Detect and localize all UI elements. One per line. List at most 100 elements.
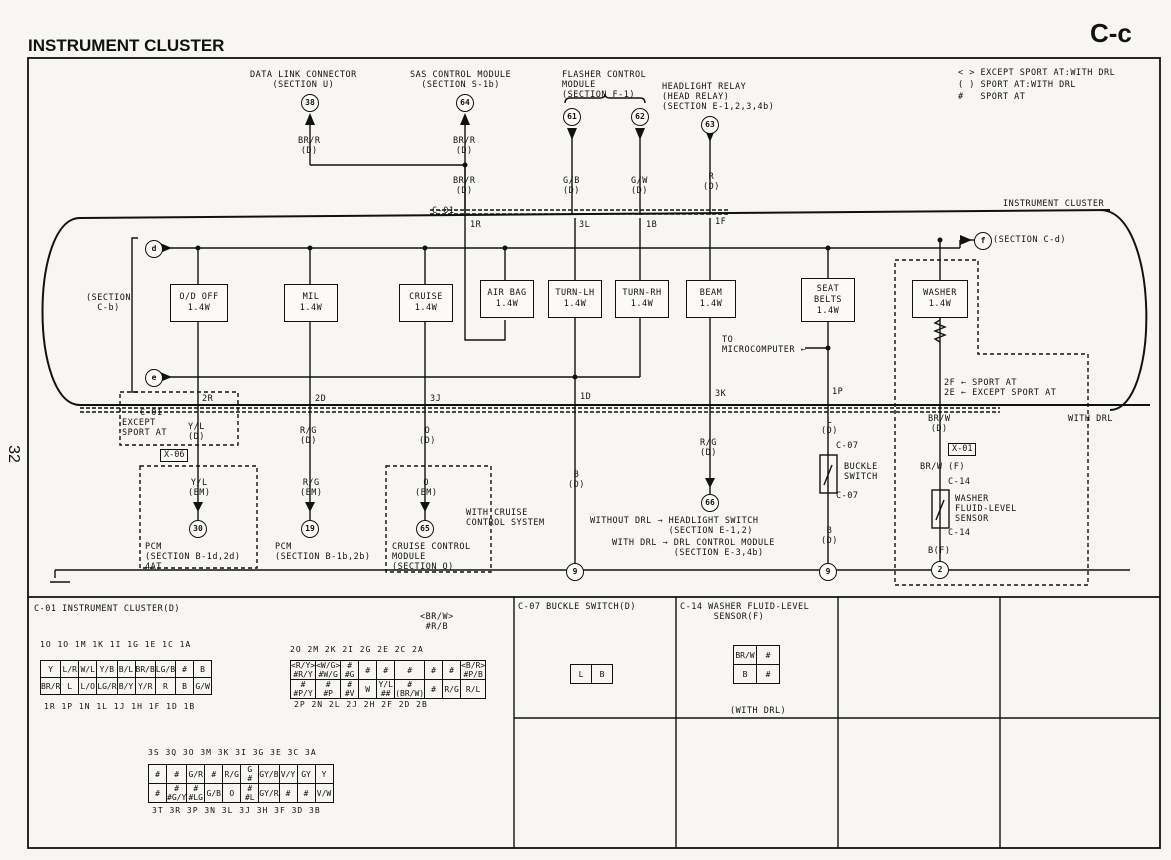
conn1-cell: L	[60, 677, 80, 695]
conn3-cell: V/Y	[278, 764, 298, 784]
terminal-d: d	[145, 240, 163, 258]
conn1-cell: B/L	[116, 660, 136, 678]
lamp-watt: 1.4W	[414, 303, 438, 313]
conn3-cell: V/W	[314, 783, 334, 803]
wire-rg-d2: R/G (D)	[700, 438, 717, 458]
lamp-name: O/D OFF	[179, 292, 219, 302]
c07-pin: L	[570, 664, 592, 684]
wire-o-d: O (D)	[419, 426, 436, 446]
pin-c01-top: C-01	[432, 206, 455, 216]
terminal-2: 2	[931, 561, 949, 579]
c14-pin: #	[756, 664, 780, 684]
conn2-cell: R/G	[442, 679, 462, 699]
conn2-cell: <R/Y> #R/Y	[289, 660, 317, 680]
c14-pin: BR/W	[733, 645, 757, 665]
conn3-cell: #	[165, 764, 188, 784]
pin-1p: 1P	[832, 387, 844, 397]
pin-2r: 2R	[202, 394, 214, 404]
c14-with-drl: (WITH DRL)	[730, 706, 787, 716]
conn2-cell: R/L	[460, 679, 487, 699]
terminal-f: f	[974, 232, 992, 250]
conn3-cell: # #G/Y	[165, 783, 188, 803]
headlight-relay-label: HEADLIGHT RELAY (HEAD RELAY) (SECTION E-…	[662, 82, 775, 112]
conn1-cell: B/Y	[116, 677, 136, 695]
pin-c14a: C-14	[948, 477, 971, 487]
c07-panel-title: C-07 BUCKLE SWITCH(D)	[518, 602, 636, 612]
conn2-cell: # #P/Y	[289, 679, 317, 699]
c14-pin: #	[756, 645, 780, 665]
conn3-cell: #	[278, 783, 298, 803]
section-cb: (SECTION C-b)	[86, 293, 131, 313]
conn1-cell: R	[154, 677, 177, 695]
terminal-9b: 9	[819, 563, 837, 581]
lamp-watt: 1.4W	[630, 299, 654, 309]
conn2-cell: # #G	[340, 660, 360, 680]
pin-1f: 1F	[715, 217, 727, 227]
connector-x01: X-01	[948, 443, 977, 456]
conn1-cell: G/W	[193, 677, 213, 695]
lamp-name: BEAM	[699, 288, 723, 298]
lamp-name: WASHER	[923, 288, 957, 298]
wire-brr-3: BR/R (D)	[453, 176, 476, 196]
pin-1b: 1B	[646, 220, 658, 230]
conn3-cell: O	[222, 783, 242, 803]
conn2-cell: # (BR/W)	[394, 679, 426, 699]
wire-brw-d: BR/W (D)	[928, 414, 951, 434]
conn3-cell: R/G	[222, 764, 242, 784]
conn3-cell: # #LG	[186, 783, 206, 803]
wire-gb: G/B (D)	[563, 176, 580, 196]
terminal-63: 63	[701, 116, 719, 134]
pin-2e: 2E ← EXCEPT SPORT AT	[944, 388, 1057, 398]
pcm-1-label: PCM (SECTION B-1d,2d) 4AT	[145, 542, 241, 572]
c14-connector: BR/W # B #	[733, 645, 780, 684]
conn3-cell: GY/B	[258, 764, 280, 784]
flasher-label: FLASHER CONTROL MODULE (SECTION F-1)	[562, 70, 647, 100]
pin-3l: 3L	[579, 220, 591, 230]
lamp-watt: 1.4W	[816, 305, 840, 316]
conn1-cell: B	[175, 677, 195, 695]
lamp-watt: 1.4W	[563, 299, 587, 309]
connector-2-grid: <R/Y> #R/Y <W/G> #W/G # #G # # # # # <B/…	[289, 660, 487, 699]
wire-l-d: L (D)	[821, 416, 838, 436]
terminal-64: 64	[456, 94, 474, 112]
washer-sensor-label: WASHER FLUID-LEVEL SENSOR	[955, 494, 1017, 524]
conn3-cell: GY	[296, 764, 316, 784]
c07-connector: L B	[570, 664, 613, 684]
c14-pin: B	[733, 664, 757, 684]
wire-gw: G/W (D)	[631, 176, 648, 196]
with-drl-module-label: WITH DRL → DRL CONTROL MODULE (SECTION E…	[612, 538, 775, 558]
terminal-61: 61	[563, 108, 581, 126]
dlc-label: DATA LINK CONNECTOR (SECTION U)	[250, 70, 357, 90]
conn3-cell: #	[204, 764, 224, 784]
wire-rg-d: R/G (D)	[300, 426, 317, 446]
pin-c14b: C-14	[948, 528, 971, 538]
conn1-cell: Y/B	[96, 660, 118, 678]
cluster-label: INSTRUMENT CLUSTER	[1003, 199, 1105, 209]
page-title: INSTRUMENT CLUSTER	[28, 36, 225, 55]
terminal-38: 38	[301, 94, 319, 112]
wire-yl-d: Y/L (D)	[188, 422, 205, 442]
terminal-65: 65	[416, 520, 434, 538]
terminal-30: 30	[189, 520, 207, 538]
sas-label: SAS CONTROL MODULE (SECTION S-1b)	[410, 70, 512, 90]
wire-brr-2: BR/R (D)	[453, 136, 476, 156]
conn3-bottom-pins: 3T 3R 3P 3N 3L 3J 3H 3F 3D 3B	[152, 806, 321, 815]
to-microcomputer: TO MICROCOMPUTER ←	[722, 335, 807, 355]
lamp-watt: 1.4W	[495, 299, 519, 309]
conn1-cell: L/O	[78, 677, 98, 695]
conn1-cell: Y	[39, 660, 62, 678]
conn1-cell: BR/B	[134, 660, 156, 678]
conn2-note: <BR/W> #R/B	[420, 612, 454, 632]
conn2-cell: W	[358, 679, 378, 699]
c14-panel-title: C-14 WASHER FLUID-LEVEL SENSOR(F)	[680, 602, 810, 622]
lamp-watt: 1.4W	[187, 303, 211, 313]
section-code: C-c	[1090, 18, 1132, 48]
conn3-cell: G/R	[186, 764, 206, 784]
legend-line-3: # SPORT AT	[958, 92, 1026, 102]
c07-pin: B	[591, 664, 613, 684]
connector-1-grid: Y L/R W/L Y/B B/L BR/B LG/B # B BR/R L L…	[39, 660, 213, 695]
wire-b-d: B (D)	[568, 470, 585, 490]
c01-panel-title: C-01 INSTRUMENT CLUSTER(D)	[34, 604, 181, 614]
